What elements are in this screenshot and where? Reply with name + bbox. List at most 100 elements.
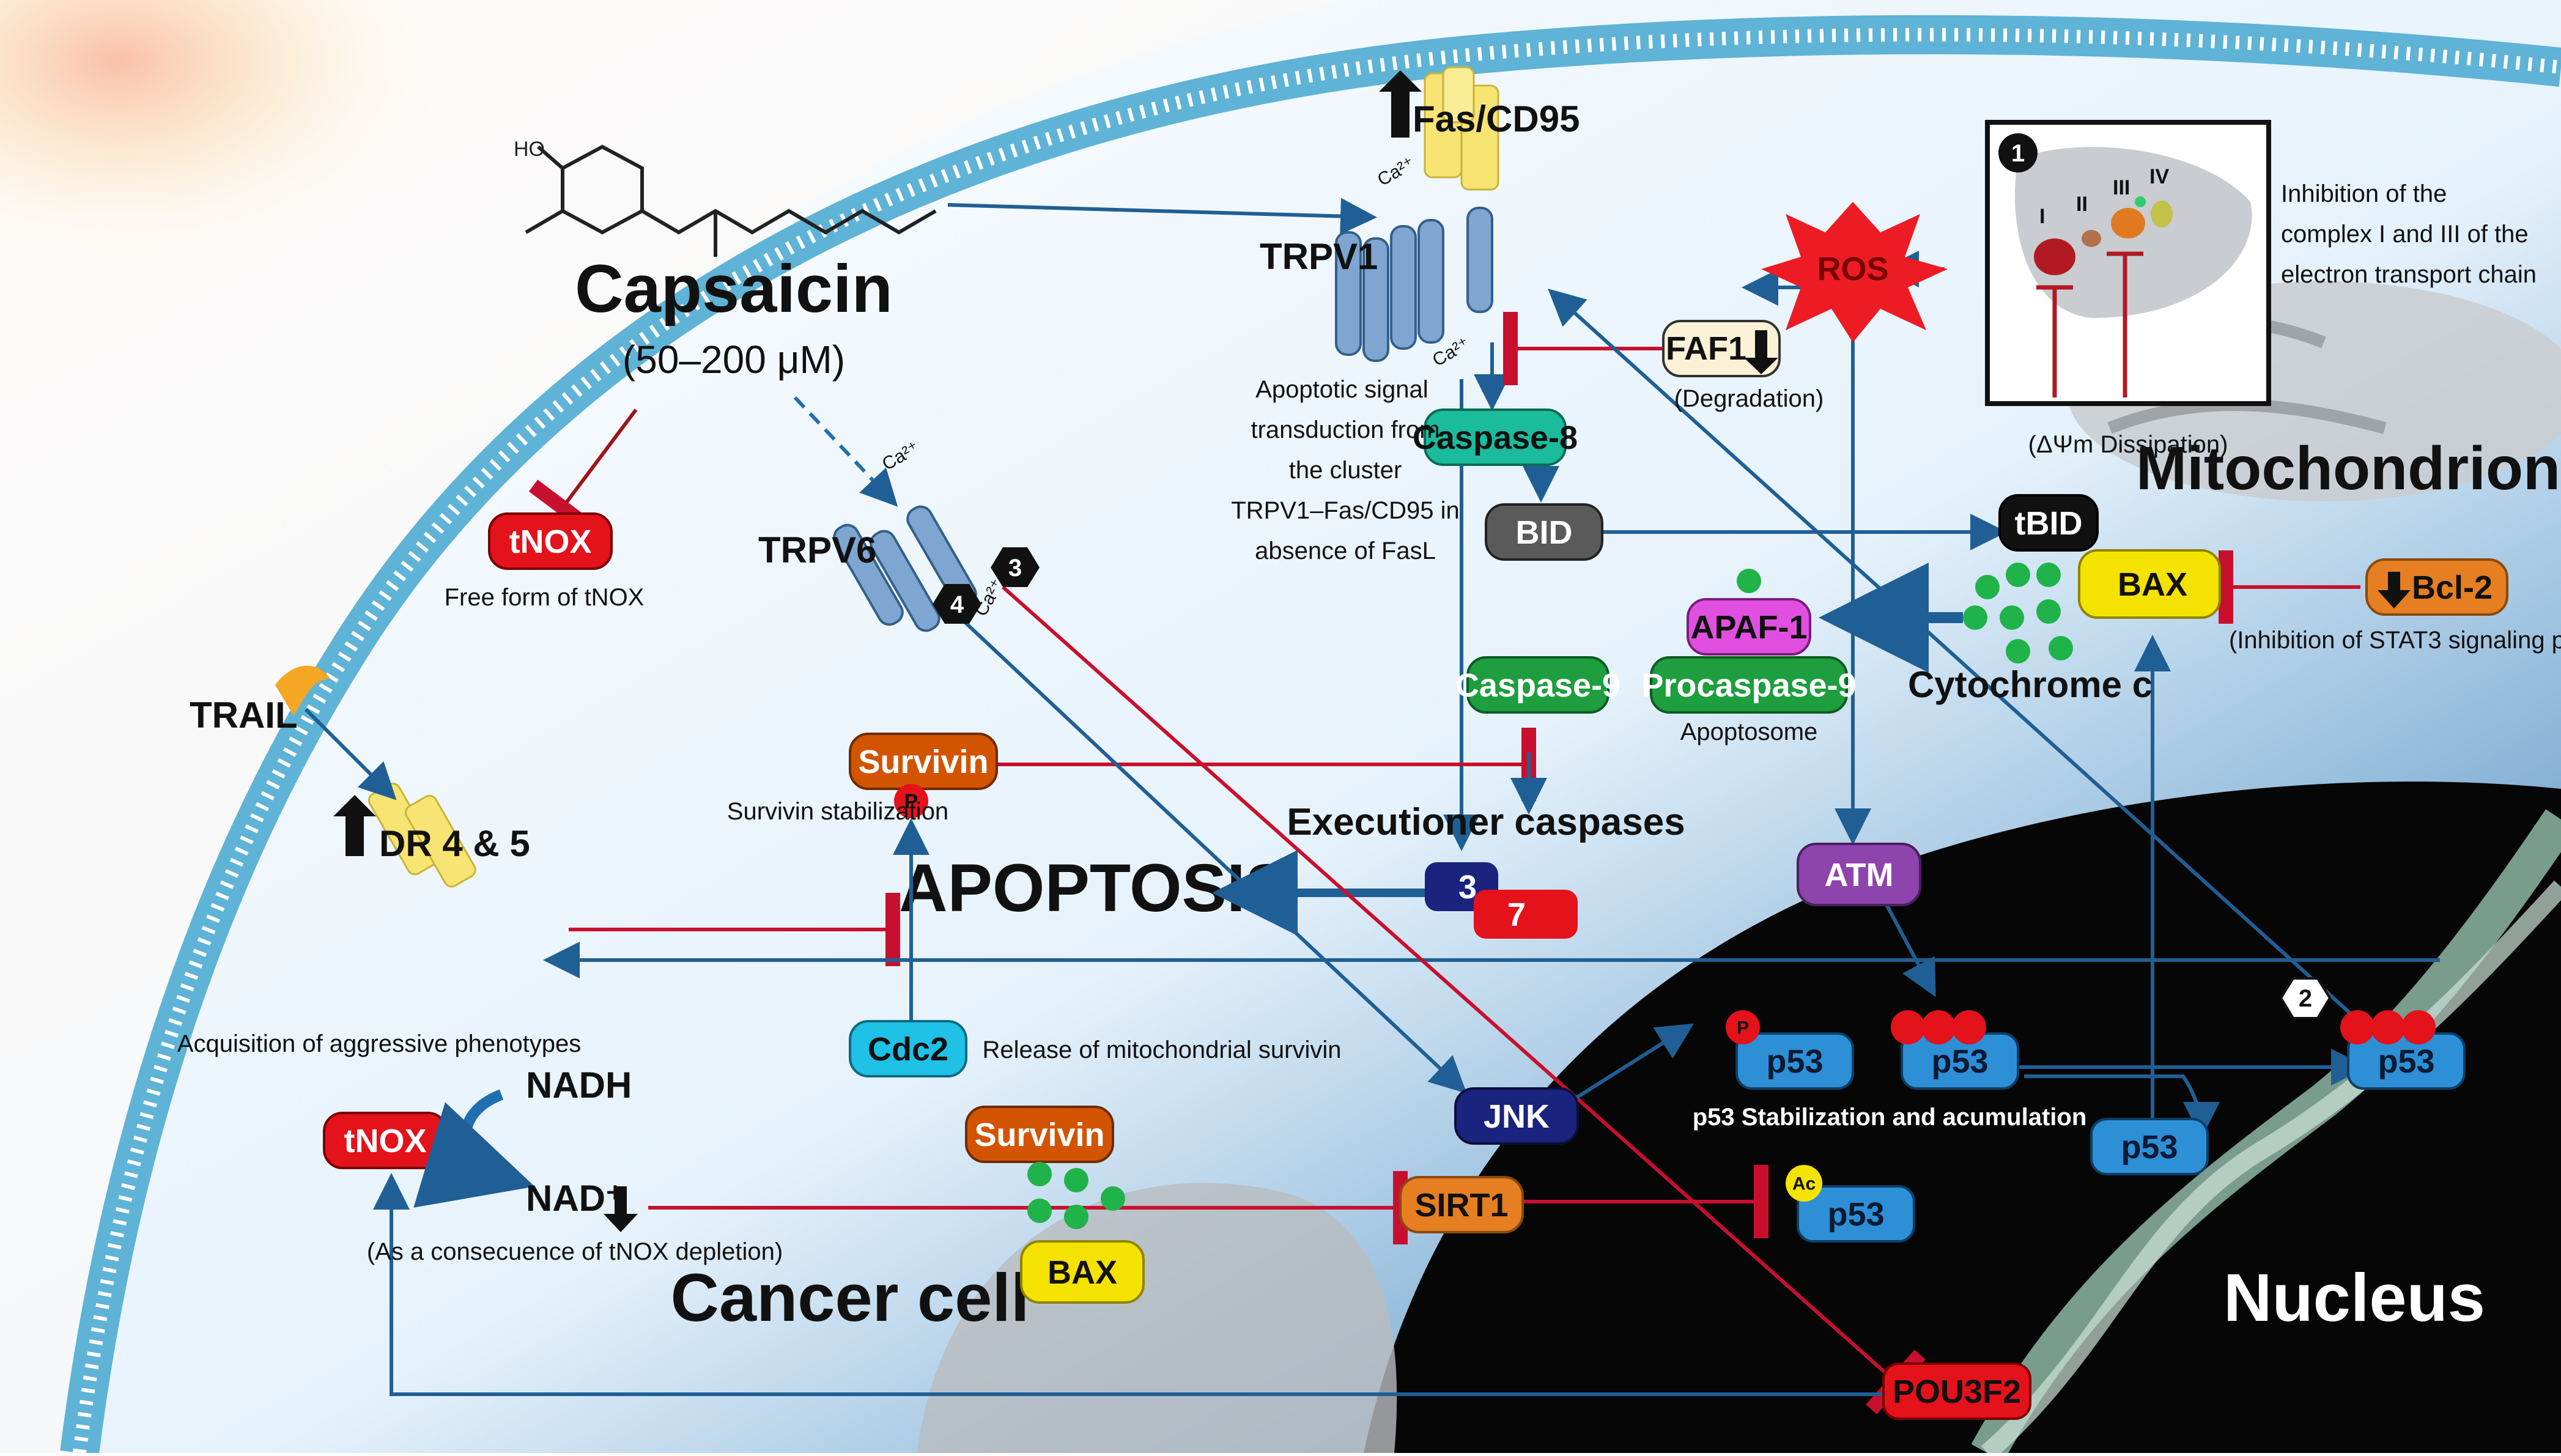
p53-dna-p-marks [2340, 1010, 2436, 1044]
trail-label: TRAIL [190, 695, 298, 736]
complex-iii-shape [2111, 208, 2145, 238]
dna-strand [1981, 880, 2561, 1456]
node-faf1: FAF1 [1662, 320, 1781, 377]
complex-iv-label: IV [2149, 165, 2169, 188]
dr-up-arrow-icon [333, 795, 376, 856]
node-bcl2: Bcl-2 [2365, 558, 2508, 616]
fas-up-arrow-icon [1379, 70, 1422, 138]
node-sirt1: SIRT1 [1399, 1176, 1524, 1233]
inset-badge [1998, 133, 2038, 172]
apoptosis-label: APOPTOSIS [899, 851, 1290, 926]
nad-down-arrow-icon [604, 1186, 638, 1232]
fas-receptor [1424, 66, 1499, 191]
mitochondrion-label: Mitochondrion [2136, 434, 2560, 503]
node-tnox-free: tNOX [488, 512, 613, 570]
complex-i-shape [2034, 238, 2075, 275]
bcl2-down-arrow-icon [2378, 572, 2411, 608]
survivin-p-text: P [904, 790, 918, 813]
dr-receptor [368, 782, 476, 888]
node-tbid: tBID [1998, 494, 2099, 552]
svg-text:APAF-1: APAF-1 [1690, 609, 1807, 646]
complex-i-label: I [2039, 205, 2045, 228]
svg-text:FAF1: FAF1 [1666, 330, 1746, 367]
tnox-free-note: Free form of tNOX [445, 584, 645, 611]
survivin2-dots [1027, 1162, 1125, 1229]
node-survivin2: Survivin [965, 1106, 1114, 1163]
dissipation-label: (ΔΨm Dissipation) [2028, 431, 2228, 458]
node-caspase8: Caspase-8 [1413, 408, 1578, 466]
node-p53-nucleus: p53 [2090, 1118, 2209, 1175]
executioner-label: Executioner caspases [1287, 801, 1685, 843]
extracellular-region [0, 0, 1345, 1453]
node-apaf1: APAF-1 [1687, 598, 1811, 656]
cytochrome-dots [1963, 563, 2073, 663]
svg-text:3: 3 [1458, 869, 1477, 906]
p53-atm-p-marks [1891, 1010, 1986, 1044]
signal-span-line: the cluster [1289, 457, 1402, 484]
svg-text:Caspase-9: Caspase-9 [1455, 667, 1620, 704]
node-bid: BID [1485, 503, 1603, 561]
trpv6-channel [833, 505, 977, 632]
signal-span-line: TRPV1–Fas/CD95 in [1231, 497, 1459, 524]
capsaicin-ho: HO [514, 138, 545, 161]
node-survivin: Survivin [849, 733, 998, 790]
svg-text:Bcl-2: Bcl-2 [2412, 569, 2493, 606]
svg-text:BID: BID [1516, 514, 1573, 551]
badge-2: 2 [2279, 977, 2332, 1019]
svg-text:Procaspase-9: Procaspase-9 [1641, 667, 1856, 704]
apoptotic-signal-note: Apoptotic signal transduction from the cl… [1231, 376, 1459, 564]
complex-ii-shape [2082, 230, 2101, 247]
capsaicin-title: Capsaicin [575, 251, 893, 327]
ros-label: ROS [1817, 251, 1888, 287]
faf1-note: (Degradation) [1674, 385, 1824, 412]
badge-4: 4 [933, 584, 981, 624]
svg-text:Survivin: Survivin [974, 1117, 1104, 1153]
svg-text:7: 7 [1507, 896, 1526, 933]
svg-text:4: 4 [950, 591, 964, 618]
svg-text:POU3F2: POU3F2 [1893, 1373, 2021, 1410]
trpv1-label: TRPV1 [1260, 236, 1378, 277]
svg-text:p53: p53 [1931, 1043, 1988, 1080]
trail-ligand-icon [275, 665, 330, 715]
p53-ac-text: Ac [1792, 1174, 1816, 1194]
svg-text:SIRT1: SIRT1 [1414, 1187, 1508, 1224]
p53-ac-mark [1786, 1165, 1822, 1202]
node-caspase7: 7 [1474, 890, 1578, 939]
badge-3: 3 [991, 547, 1040, 587]
nadh-arrow-icon [413, 1089, 535, 1208]
svg-text:JNK: JNK [1484, 1098, 1550, 1135]
node-procaspase9: Procaspase-9 [1641, 656, 1857, 714]
apaf1-dot [1737, 569, 1761, 593]
node-cdc2: Cdc2 [849, 1020, 967, 1077]
node-caspase9: Caspase-9 [1455, 656, 1620, 714]
p53-jnk-p-text: P [1737, 1018, 1749, 1038]
signal-span-line: transduction from [1251, 416, 1439, 443]
nad-note: (As a consecuence of tNOX depletion) [367, 1238, 783, 1265]
svg-text:BAX: BAX [1048, 1254, 1117, 1291]
inset-note-text: Inhibition of the [2281, 180, 2447, 207]
complex-iv-shape [2151, 201, 2173, 227]
survivin2-note: Release of mitochondrial survivin [983, 1037, 1342, 1063]
svg-text:3: 3 [1008, 555, 1022, 582]
nad-label: NAD⁺ [526, 1178, 625, 1219]
dose-label: (50–200 μM) [623, 338, 845, 382]
node-pou3f2: POU3F2 [1882, 1362, 2031, 1420]
cancer-cell-label: Cancer cell [670, 1260, 1029, 1336]
inset-note: Inhibition of the complex I and III of t… [2281, 180, 2537, 288]
apoptosome-label: Apoptosome [1680, 719, 1818, 745]
node-p53-jnk: p53 [1735, 1032, 1854, 1090]
inset-badge-number: 1 [2011, 140, 2025, 167]
signal-span-line: absence of FasL [1255, 538, 1436, 564]
inset-note-span-line: complex I and III of the [2281, 221, 2529, 248]
node-tnox: tNOX [323, 1112, 448, 1169]
svg-text:ATM: ATM [1825, 857, 1894, 893]
node-p53-atm: p53 [1901, 1032, 2019, 1090]
svg-text:tNOX: tNOX [344, 1123, 427, 1159]
svg-text:tNOX: tNOX [509, 523, 592, 560]
capsaicin-structure [525, 144, 937, 257]
apoptotic-signal-text: Apoptotic signal [1255, 376, 1428, 403]
p53-note: p53 Stabilization and acumulation [1693, 1104, 2087, 1131]
svg-text:p53: p53 [1827, 1196, 1884, 1233]
